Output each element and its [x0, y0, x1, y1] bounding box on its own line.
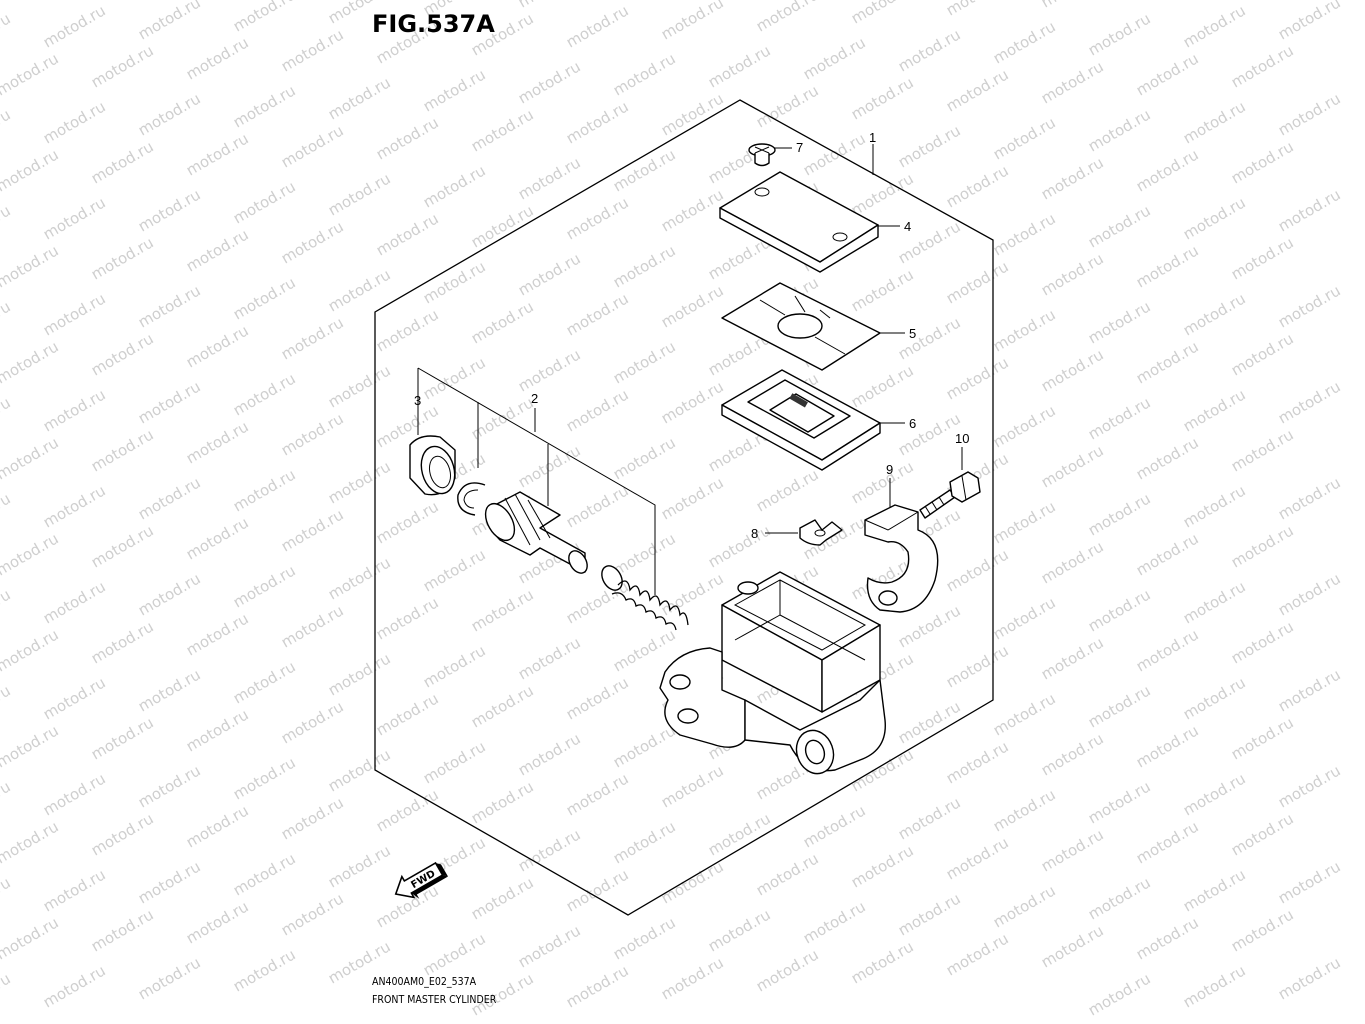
- diagram-code: AN400AM0_E02_537A: [372, 976, 477, 988]
- callout-bracket-2-3: [417, 367, 656, 595]
- part-8-nut: [799, 519, 843, 546]
- part-9-clamp: [864, 504, 939, 613]
- callout-1: 1: [869, 130, 876, 145]
- part-10-bolt: [919, 471, 981, 519]
- callout-labels: 1 2 3 4 5 6 7 8 9 10: [414, 130, 969, 541]
- master-cylinder-body: [659, 571, 886, 775]
- part-circlip: [457, 482, 486, 516]
- callout-3: 3: [414, 393, 421, 408]
- callout-5: 5: [909, 326, 916, 341]
- part-5-plate: [721, 282, 881, 371]
- diagram-caption: FRONT MASTER CYLINDER: [372, 994, 497, 1006]
- callout-4: 4: [904, 219, 911, 234]
- callout-10: 10: [955, 431, 969, 446]
- part-3-boot: [409, 435, 456, 496]
- callout-9: 9: [886, 462, 893, 477]
- figure-title: FIG.537A: [372, 10, 495, 38]
- callout-6: 6: [909, 416, 916, 431]
- part-6-diaphragm: [721, 369, 881, 471]
- part-4-cap: [719, 171, 879, 273]
- callout-8: 8: [751, 526, 758, 541]
- assembly-outline: [374, 99, 994, 916]
- part-2-piston: [484, 491, 588, 574]
- callout-2: 2: [531, 391, 538, 406]
- fwd-arrow-icon: FWD: [394, 861, 449, 899]
- callout-7: 7: [796, 140, 803, 155]
- part-spring: [601, 565, 689, 631]
- part-7-screw: [748, 143, 776, 167]
